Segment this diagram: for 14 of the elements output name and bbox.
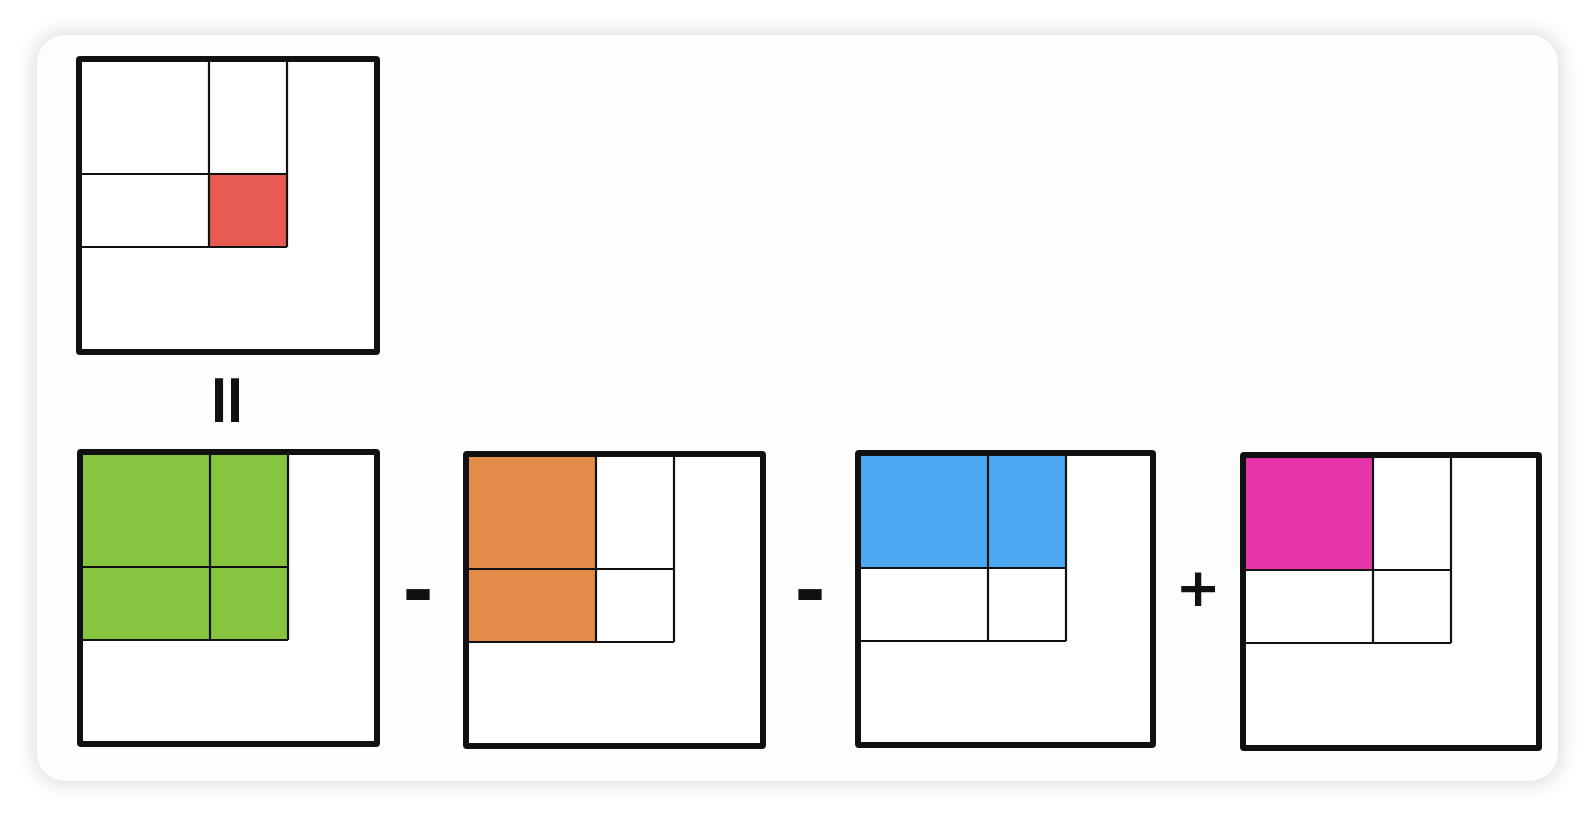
- equals-sign: =: [194, 370, 264, 430]
- highlighted-cell: [209, 174, 287, 247]
- matrix-grid: [77, 449, 380, 747]
- minus-sign: -: [402, 553, 434, 629]
- plus-sign: +: [1175, 561, 1221, 615]
- matrix-grid: [855, 450, 1156, 748]
- matrix-grid: [1240, 452, 1542, 751]
- matrix-grid: [463, 451, 766, 749]
- minus-sign: -: [794, 553, 826, 629]
- matrix-grid: [76, 56, 380, 355]
- shaded-region: [861, 456, 1066, 568]
- shaded-region: [83, 455, 288, 640]
- shaded-region: [1246, 458, 1373, 570]
- shaded-region: [469, 457, 596, 642]
